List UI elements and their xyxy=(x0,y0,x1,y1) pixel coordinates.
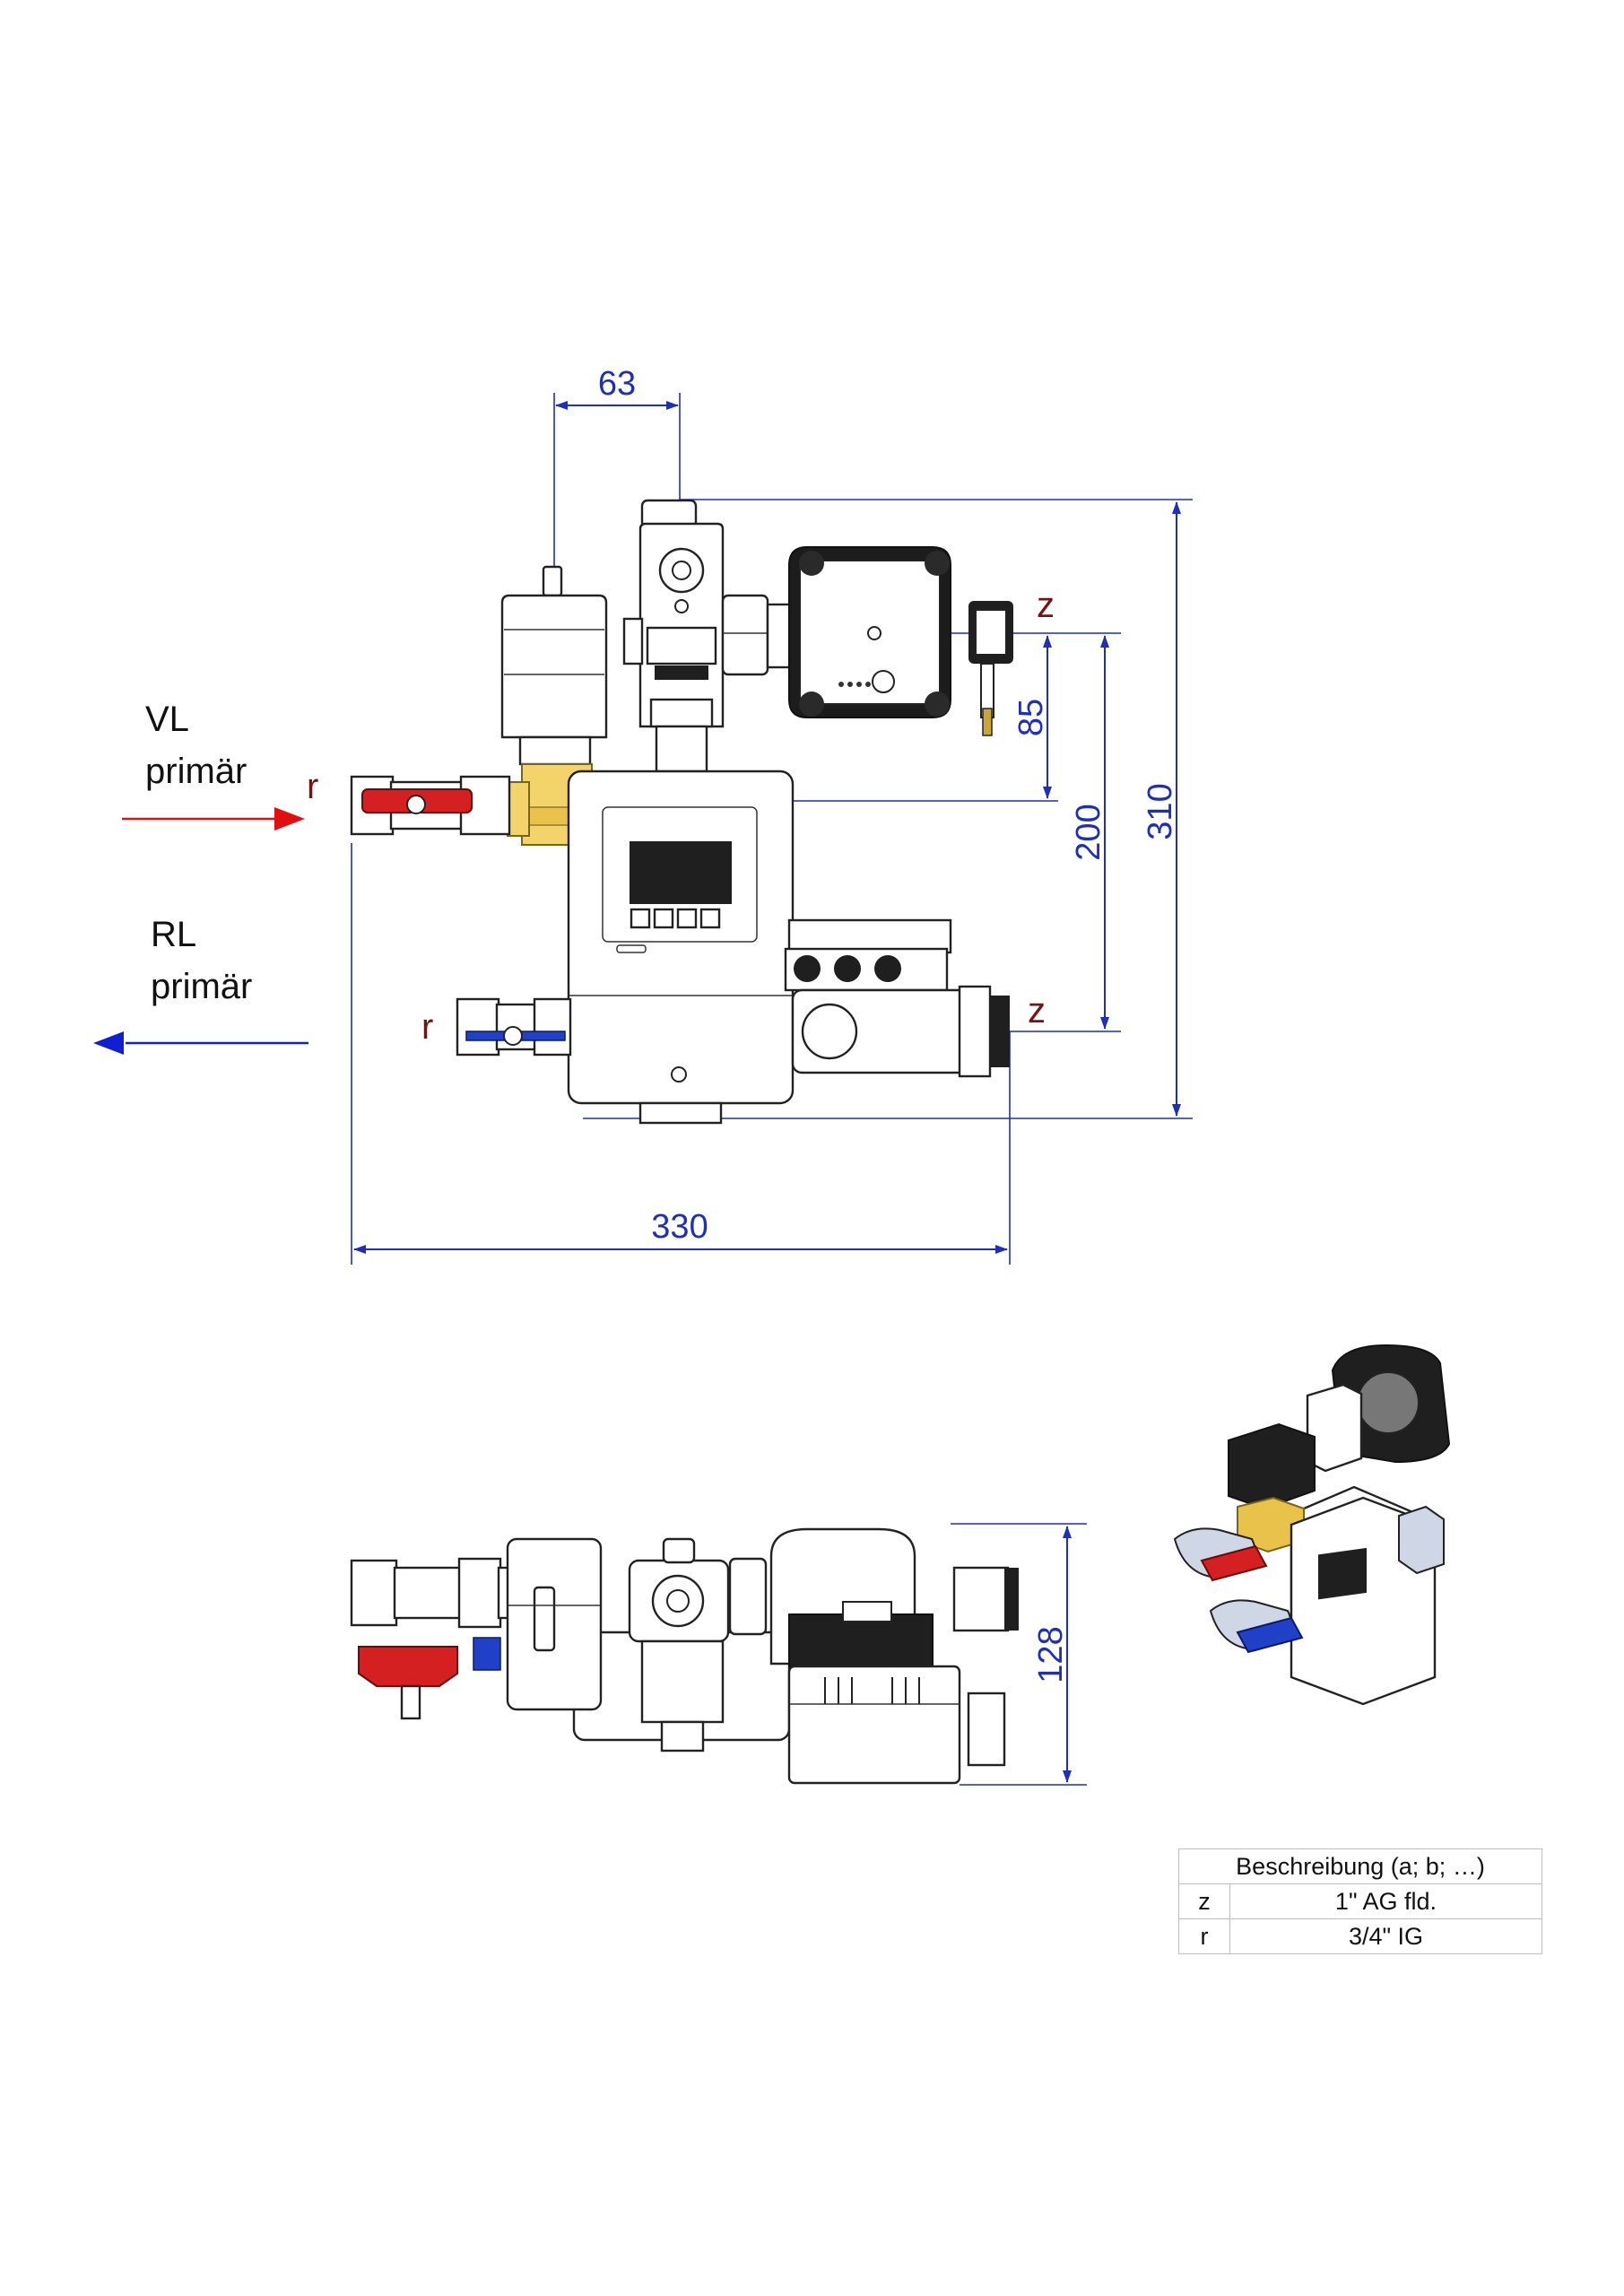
dimension-total-width: 330 xyxy=(351,843,1011,1265)
dimension-total-height: 310 xyxy=(583,499,1193,1119)
legend-value: 1" AG fld. xyxy=(1229,1883,1542,1919)
front-view: 63 310 200 85 330 xyxy=(93,365,1193,1265)
legend-table: Beschreibung (a; b; …) z 1" AG fld. r 3/… xyxy=(1178,1848,1542,1954)
dimension-label-128: 128 xyxy=(1032,1626,1070,1683)
circulation-pump xyxy=(788,546,1013,736)
valve-actuator xyxy=(500,565,608,766)
supply-ball-valve xyxy=(350,775,511,836)
isometric-view xyxy=(1173,1344,1451,1706)
port-label-r-top: r xyxy=(307,767,318,806)
dimension-label-200: 200 xyxy=(1070,804,1107,860)
table-row: r 3/4" IG xyxy=(1178,1918,1542,1954)
top-view-actuator xyxy=(506,1537,603,1711)
return-ball-valve xyxy=(456,997,572,1057)
port-label-r-bottom: r xyxy=(421,1007,433,1047)
mixing-valve xyxy=(622,499,725,773)
dimension-label-85: 85 xyxy=(1012,699,1050,736)
supply-flow-sublabel: primär xyxy=(145,752,247,791)
return-pipe-assembly xyxy=(784,918,1010,1078)
pump-union xyxy=(721,594,796,676)
port-label-z-bottom: z xyxy=(1028,991,1046,1031)
dimension-depth: 128 xyxy=(951,1523,1087,1786)
port-label-z-top: z xyxy=(1037,586,1055,625)
table-row: z 1" AG fld. xyxy=(1178,1883,1542,1919)
dimension-width-top: 63 xyxy=(553,365,681,596)
legend-header: Beschreibung (a; b; …) xyxy=(1178,1848,1542,1884)
top-view-mixing-valve xyxy=(628,1537,730,1752)
dimension-label-330: 330 xyxy=(651,1208,708,1246)
return-flow-label: RL xyxy=(151,915,196,954)
supply-flow-arrow xyxy=(122,807,305,831)
top-view-pump xyxy=(728,1527,1019,1785)
legend-value: 3/4" IG xyxy=(1229,1918,1542,1954)
legend-key: r xyxy=(1178,1918,1230,1954)
supply-flow-label: VL xyxy=(145,700,189,739)
controller-housing xyxy=(567,770,795,1125)
legend-header-row: Beschreibung (a; b; …) xyxy=(1178,1848,1542,1884)
return-flow-arrow xyxy=(93,1031,308,1055)
top-view: 128 xyxy=(350,1523,1087,1786)
controller-buttons xyxy=(630,908,721,929)
dimension-label-63: 63 xyxy=(598,365,636,403)
dimension-label-310: 310 xyxy=(1142,783,1179,839)
return-flow-sublabel: primär xyxy=(151,967,252,1006)
legend-key: z xyxy=(1178,1883,1230,1919)
